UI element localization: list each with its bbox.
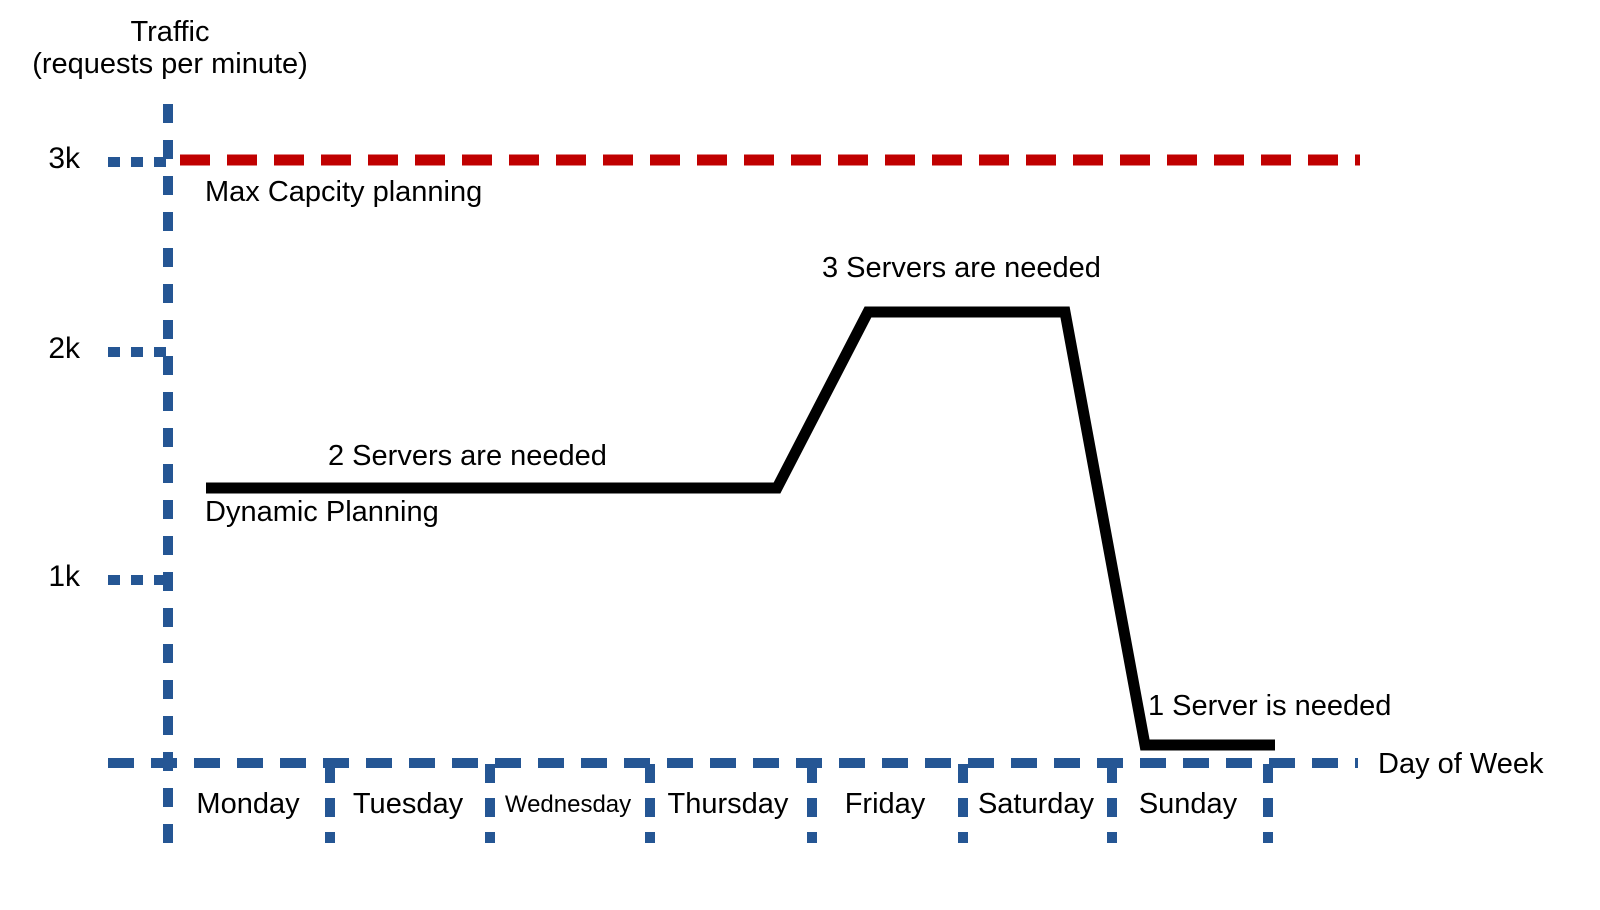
y-tick-label-2k: 2k xyxy=(48,332,80,365)
traffic-line xyxy=(206,306,1275,751)
day-label-friday: Friday xyxy=(844,788,926,820)
day-label-wednesday: Wednesday xyxy=(504,791,632,818)
y-axis-title: Traffic (requests per minute) xyxy=(20,16,320,81)
x-axis-title: Day of Week xyxy=(1378,748,1544,780)
annotation-two-servers: 2 Servers are needed xyxy=(328,440,607,472)
annotation-three-servers: 3 Servers are needed xyxy=(822,252,1101,284)
y-axis-title-line2: (requests per minute) xyxy=(32,48,308,81)
y-tick-label-3k: 3k xyxy=(48,142,80,175)
annotation-max-capacity: Max Capcity planning xyxy=(205,176,483,208)
day-label-sunday: Sunday xyxy=(1138,788,1238,820)
day-label-monday: Monday xyxy=(196,788,300,820)
day-separators xyxy=(325,764,1273,843)
y-axis-title-line1: Traffic xyxy=(130,16,210,48)
y-tick-label-1k: 1k xyxy=(48,560,80,593)
day-label-thursday: Thursday xyxy=(667,788,789,820)
day-label-saturday: Saturday xyxy=(977,788,1095,820)
annotation-one-server: 1 Server is needed xyxy=(1148,690,1392,722)
day-label-tuesday: Tuesday xyxy=(352,788,464,820)
annotation-dynamic-planning: Dynamic Planning xyxy=(205,496,439,528)
